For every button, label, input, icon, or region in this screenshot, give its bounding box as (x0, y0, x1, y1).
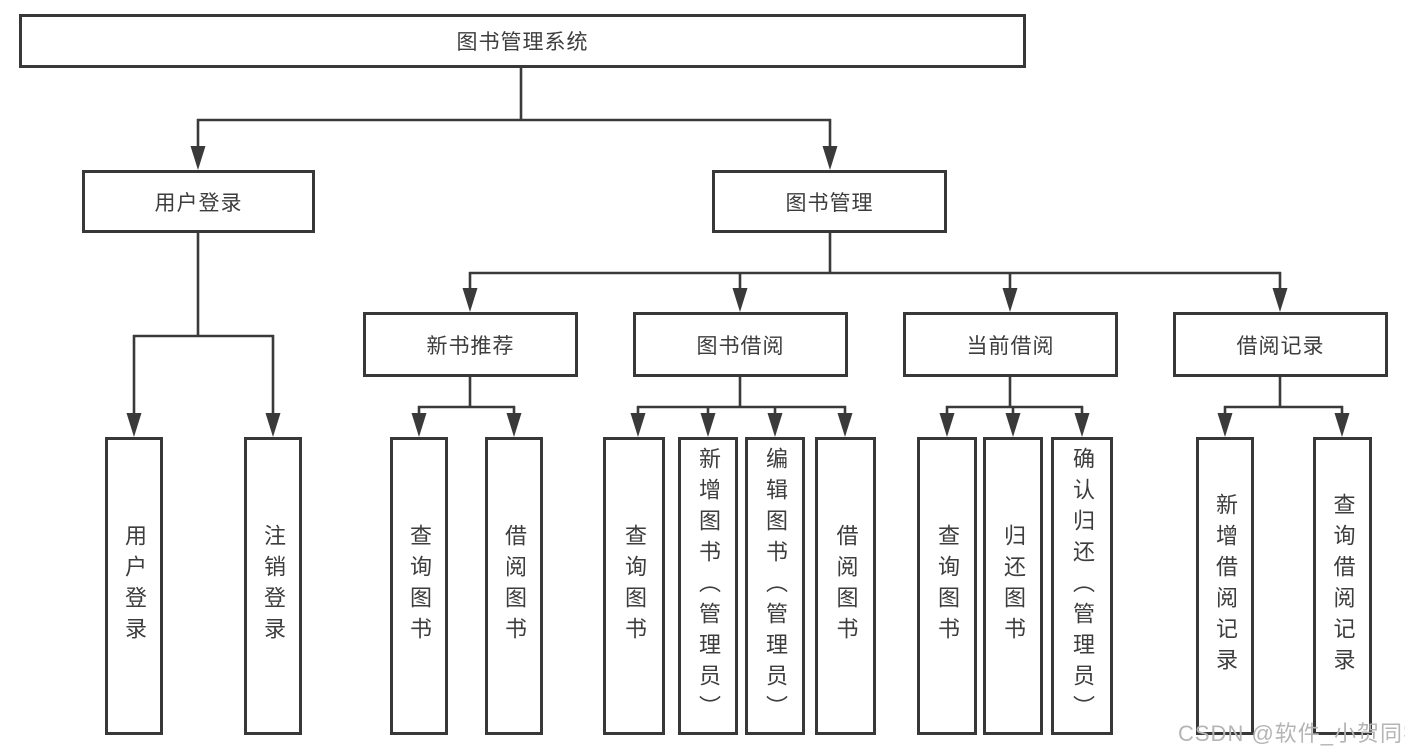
node-current-borrowing: 当前借阅 (903, 312, 1118, 377)
leaf-confirm-return-admin: 确认归还（管理员） (1051, 437, 1113, 735)
tree-edges (132, 68, 1344, 414)
node-label: 借阅记录 (1236, 334, 1325, 358)
leaf-edit-books-admin: 编辑图书（管理员） (745, 437, 805, 735)
node-library-management-system: 图书管理系统 (19, 14, 1026, 68)
node-label: 查询借阅记录 (1330, 493, 1356, 679)
node-label: 图书借阅 (696, 334, 785, 358)
node-book-management: 图书管理 (712, 170, 947, 233)
node-new-book-recommend: 新书推荐 (363, 312, 578, 377)
node-label: 归还图书 (1001, 524, 1026, 648)
arrowhead-icons (126, 146, 1350, 437)
leaf-add-borrow-record: 新增借阅记录 (1196, 437, 1254, 735)
leaf-borrow-books-recommend: 借阅图书 (485, 437, 543, 735)
node-label: 查询图书 (407, 524, 432, 648)
node-label: 确认归还（管理员） (1070, 446, 1095, 726)
node-label: 新增借阅记录 (1213, 493, 1238, 679)
node-borrowing-records: 借阅记录 (1173, 312, 1388, 377)
node-label: 用户登录 (122, 524, 147, 648)
node-label: 借阅图书 (833, 524, 859, 648)
watermark: CSDN @软件_小贺同学 (1178, 721, 1405, 746)
node-label: 新增图书（管理员） (696, 446, 721, 726)
leaf-logout: 注销登录 (244, 437, 302, 735)
node-label: 图书管理系统 (456, 31, 589, 54)
node-label: 查询图书 (935, 524, 960, 648)
node-label: 图书管理 (785, 191, 874, 215)
node-user-login: 用户登录 (82, 170, 315, 233)
node-label: 当前借阅 (966, 334, 1055, 358)
node-label: 借阅图书 (502, 524, 527, 648)
node-label: 编辑图书（管理员） (763, 446, 788, 726)
node-label: 新书推荐 (426, 334, 515, 358)
leaf-borrow-books-borrowing: 借阅图书 (815, 437, 876, 735)
node-label: 用户登录 (154, 191, 243, 215)
leaf-add-books-admin: 新增图书（管理员） (678, 437, 738, 735)
leaf-query-books-current: 查询图书 (917, 437, 977, 735)
node-book-borrowing: 图书借阅 (633, 312, 848, 377)
leaf-query-borrow-record: 查询借阅记录 (1313, 437, 1372, 735)
leaf-user-login: 用户登录 (105, 437, 163, 735)
node-label: 注销登录 (261, 524, 286, 648)
node-label: 查询图书 (622, 524, 647, 648)
leaf-query-books-recommend: 查询图书 (390, 437, 448, 735)
leaf-return-books: 归还图书 (983, 437, 1043, 735)
leaf-query-books-borrowing: 查询图书 (603, 437, 665, 735)
